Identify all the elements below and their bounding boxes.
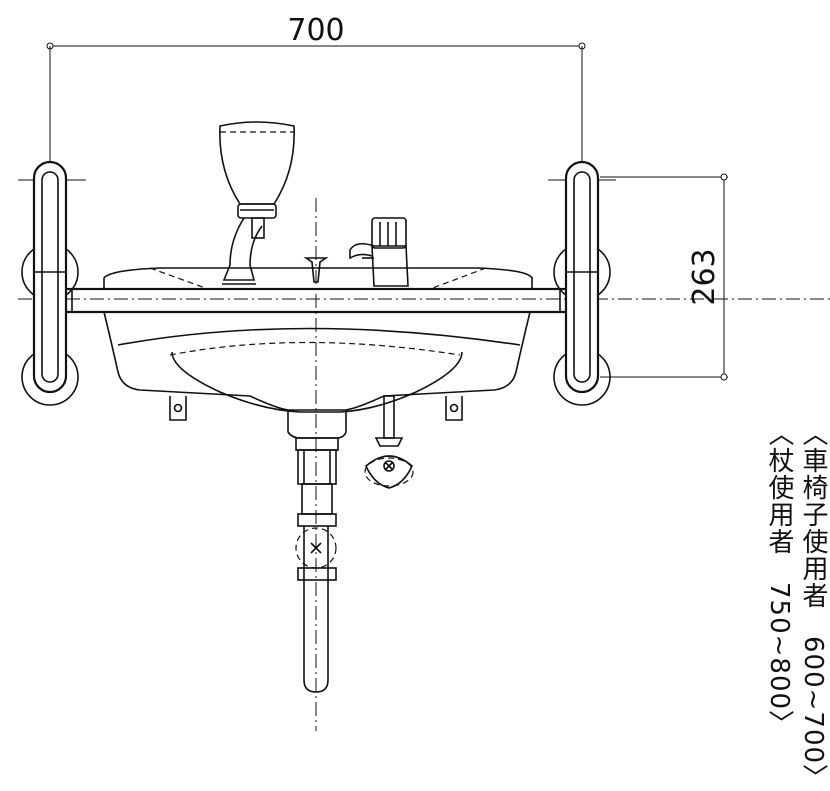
drain-trap	[295, 449, 337, 693]
stop-valve	[364, 395, 414, 489]
wheelchair-user-height-note: 〈車椅子使用者 600~700〉	[798, 420, 828, 791]
right-grab-rail	[548, 160, 616, 406]
height-dimension: 263	[600, 173, 728, 381]
width-dimension-label: 700	[287, 13, 344, 48]
left-grab-rail	[18, 160, 86, 406]
cane-user-height-note: 〈杖使用者 750~800〉	[764, 420, 794, 738]
faucet	[349, 217, 409, 287]
soap-dispenser	[219, 121, 295, 285]
height-dimension-label: 263	[687, 248, 722, 305]
washbasin-front-elevation: 700 263	[18, 13, 830, 731]
popup-knob	[303, 257, 329, 283]
